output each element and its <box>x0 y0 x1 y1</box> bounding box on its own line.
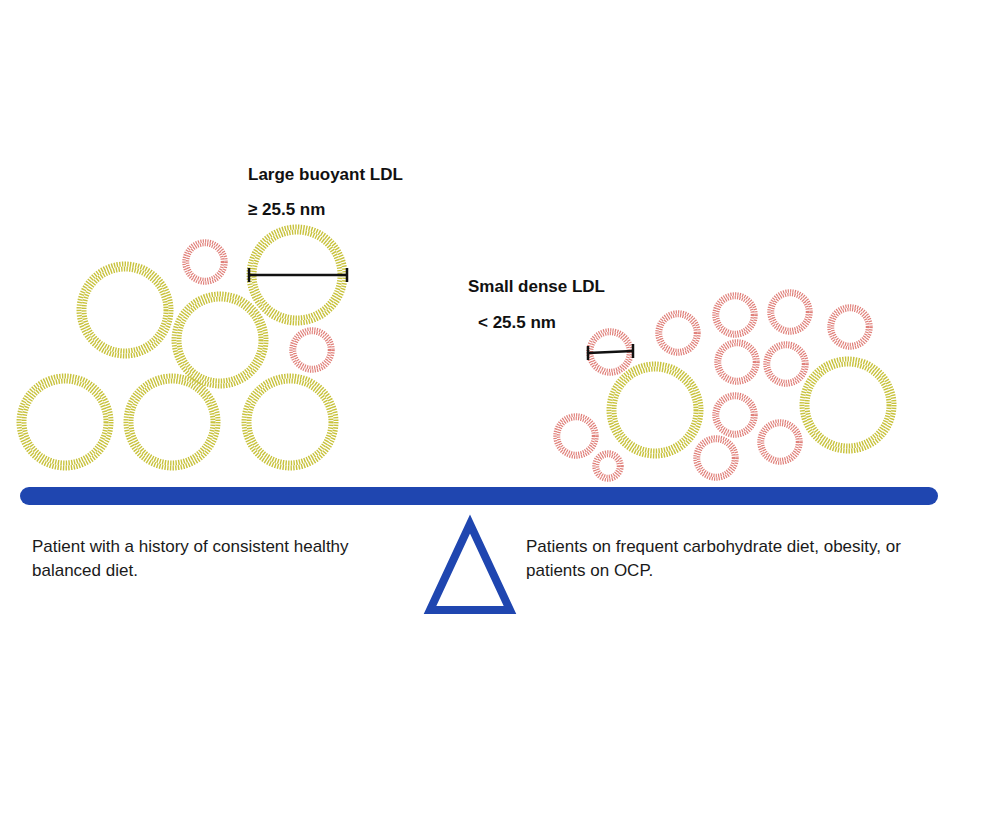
lipid-layer <box>773 295 808 330</box>
caption-text: Patients on frequent carbohydrate diet, … <box>526 535 916 583</box>
large-ldl-particle <box>79 264 171 356</box>
small-ldl-particle <box>769 291 811 333</box>
size-label: ≥ 25.5 nm <box>248 198 325 222</box>
lipid-layer <box>714 294 756 336</box>
large-ldl-particle <box>19 376 111 468</box>
lipid-layer <box>188 245 223 280</box>
lipid-layer <box>802 359 894 451</box>
lipid-layer <box>19 376 111 468</box>
small-ldl-particle <box>759 421 801 463</box>
small-ldl-particle <box>588 330 632 374</box>
lipid-layer <box>79 264 171 356</box>
lipid-layer <box>131 381 213 463</box>
lipid-layer <box>555 415 597 457</box>
heading-label: Large buoyant LDL <box>248 163 403 187</box>
lipid-layer <box>763 425 798 460</box>
small-ldl-particle <box>829 306 871 348</box>
lipid-layer <box>720 345 755 380</box>
lipid-layer <box>126 376 218 468</box>
lipid-layer <box>174 294 266 386</box>
caption-text: Patient with a history of consistent hea… <box>32 535 377 583</box>
lipid-layer <box>769 347 804 382</box>
lipid-layer <box>291 329 333 371</box>
lipid-layer <box>695 437 737 479</box>
lipid-layer <box>716 341 758 383</box>
size-bar-small <box>588 344 633 360</box>
heading-label: Small dense LDL <box>468 275 605 299</box>
lipid-layer <box>594 452 622 480</box>
small-ldl-particle <box>695 437 737 479</box>
large-ldl-particle <box>174 294 266 386</box>
lipid-layer <box>657 312 699 354</box>
small-ldl-particle <box>657 312 699 354</box>
dimension-line <box>588 351 633 353</box>
lipid-layer <box>718 398 753 433</box>
dimension-tick <box>587 346 590 360</box>
seesaw-beam <box>20 487 938 505</box>
lipid-layer <box>249 381 331 463</box>
lipid-layer <box>769 291 811 333</box>
lipid-layer <box>244 376 336 468</box>
lipid-layer <box>295 333 330 368</box>
size-label: < 25.5 nm <box>478 311 556 335</box>
lipid-layer <box>179 299 261 381</box>
size-bar-large <box>249 268 347 282</box>
lipid-layer <box>829 306 871 348</box>
seesaw-fulcrum <box>430 524 510 610</box>
dimension-tick <box>632 344 635 358</box>
lipid-layer <box>699 441 734 476</box>
large-ldl-particle <box>802 359 894 451</box>
small-ldl-particle <box>555 415 597 457</box>
small-ldl-particle <box>716 341 758 383</box>
large-ldl-particle <box>609 364 701 456</box>
lipid-layer <box>184 241 226 283</box>
lipid-layer <box>559 419 594 454</box>
small-ldl-particle <box>291 329 333 371</box>
dimension-tick <box>248 268 251 282</box>
small-ldl-particle <box>594 452 622 480</box>
small-ldl-particle <box>714 294 756 336</box>
lipid-layer <box>84 269 166 351</box>
lipid-layer <box>614 369 696 451</box>
particle-group <box>19 227 894 480</box>
lipid-layer <box>661 316 696 351</box>
large-ldl-particle <box>126 376 218 468</box>
lipid-layer <box>759 421 801 463</box>
lipid-layer <box>598 456 619 477</box>
lipid-layer <box>765 343 807 385</box>
dimension-tick <box>346 268 349 282</box>
small-ldl-particle <box>184 241 226 283</box>
lipid-layer <box>714 394 756 436</box>
lipid-layer <box>807 364 889 446</box>
lipid-layer <box>24 381 106 463</box>
small-ldl-particle <box>714 394 756 436</box>
lipid-layer <box>588 330 632 374</box>
small-ldl-particle <box>765 343 807 385</box>
lipid-layer <box>718 298 753 333</box>
large-ldl-particle <box>244 376 336 468</box>
dimension-line <box>249 274 347 277</box>
lipid-layer <box>833 310 868 345</box>
lipid-layer <box>609 364 701 456</box>
